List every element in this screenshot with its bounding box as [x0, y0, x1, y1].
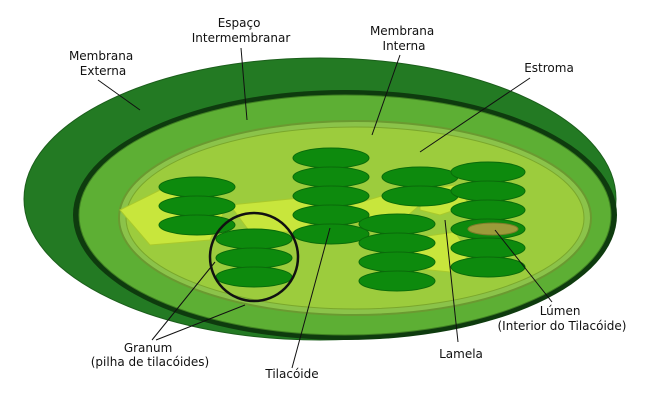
label-membrana-externa-line1: Membrana: [69, 49, 133, 63]
thylakoid: [292, 166, 370, 188]
label-estroma: Estroma: [524, 61, 574, 75]
label-tilacoide: Tilacóide: [264, 367, 318, 381]
thylakoid: [292, 223, 370, 245]
thylakoid: [358, 251, 436, 273]
leader-granum-a: [151, 261, 216, 341]
thylakoid: [292, 147, 370, 169]
label-membrana-externa: Membrana Externa: [69, 49, 137, 78]
thylakoid: [381, 185, 459, 207]
thylakoid: [215, 228, 293, 250]
thylakoid: [292, 185, 370, 207]
label-lumen: Lúmen (Interior do Tilacóide): [498, 304, 627, 333]
thylakoid: [158, 176, 236, 198]
thylakoid: [450, 256, 526, 278]
label-lumen-line1: Lúmen: [540, 304, 581, 318]
granum-highlight-circle-outline-icon: [208, 211, 300, 303]
granum-center: [292, 147, 370, 245]
granum-mid-right-bottom: [358, 213, 436, 292]
thylakoid: [158, 195, 236, 217]
label-granum: Granum (pilha de tilacóides): [91, 341, 210, 369]
label-lumen-line2: (Interior do Tilacóide): [498, 319, 627, 333]
label-espaco-intermembranar-line1: Espaço: [218, 16, 261, 30]
leader-lamela: [444, 219, 459, 343]
thylakoid: [358, 213, 436, 235]
leader-membrana-interna: [371, 54, 401, 136]
thylakoid: [358, 232, 436, 254]
label-lamela: Lamela: [439, 347, 483, 361]
thylakoid: [381, 166, 459, 188]
label-granum-line2: (pilha de tilacóides): [91, 355, 210, 369]
thylakoid: [215, 247, 293, 269]
thylakoid: [215, 266, 293, 288]
thylakoid: [358, 270, 436, 292]
thylakoid: [158, 214, 236, 236]
label-membrana-interna-line1: Membrana: [370, 24, 434, 38]
label-membrana-interna-line2: Interna: [383, 39, 426, 53]
thylakoid: [450, 237, 526, 259]
leader-tilacoide: [291, 227, 331, 369]
label-granum-line1: Granum: [124, 341, 173, 355]
thylakoid: [450, 180, 526, 202]
leader-membrana-externa: [97, 79, 141, 111]
label-membrana-externa-line2: Externa: [80, 64, 126, 78]
label-espaco-intermembranar-line2: Intermembranar: [192, 31, 291, 45]
granum-circled: [215, 228, 293, 288]
leader-lines: [97, 47, 553, 369]
label-membrana-interna: Membrana Interna: [370, 24, 438, 53]
thylakoid: [450, 199, 526, 221]
thylakoid: [292, 204, 370, 226]
lumen: [467, 222, 519, 236]
thylakoid: [450, 161, 526, 183]
granum-left: [158, 176, 236, 236]
leader-lumen: [494, 229, 553, 303]
leader-granum-b: [155, 304, 246, 341]
leader-estroma: [419, 77, 531, 153]
label-espaco-intermembranar: Espaço Intermembranar: [192, 16, 291, 45]
leader-espaco-intermembranar: [240, 47, 248, 121]
